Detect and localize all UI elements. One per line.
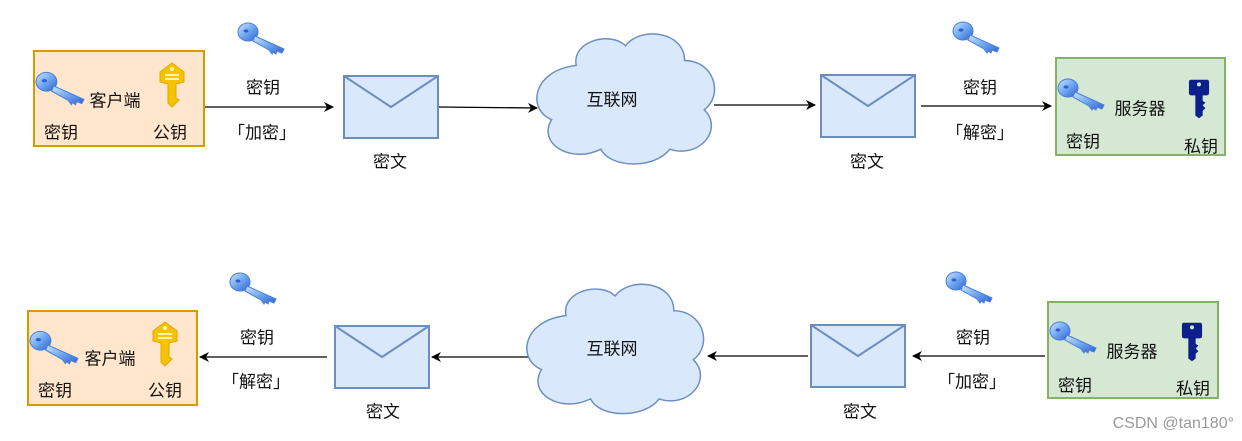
decrypt-key-label: 密钥	[963, 78, 997, 99]
server-secret-key-label: 密钥	[1066, 132, 1100, 153]
encrypt-action-label: 「加密」	[938, 372, 1006, 393]
ciphertext-label: 密文	[850, 152, 884, 173]
internet-label: 互联网	[586, 339, 638, 360]
blue-key-icon	[29, 329, 81, 365]
encrypt-key-label: 密钥	[246, 78, 280, 99]
server-private-key-label: 私钥	[1184, 137, 1218, 158]
client-label: 客户端	[84, 349, 136, 370]
blue-key-icon	[952, 20, 1002, 54]
blue-key-icon	[237, 21, 287, 55]
encrypt-action-label: 「加密」	[228, 123, 296, 144]
client-secret-key-label: 密钥	[44, 123, 78, 144]
arrow-envelope-to-internet	[438, 102, 538, 113]
ciphertext-label: 密文	[843, 402, 877, 423]
client-public-key-label: 公钥	[153, 123, 187, 144]
client-label: 客户端	[89, 91, 141, 112]
blue-key-icon	[35, 70, 87, 106]
decrypt-action-label: 「解密」	[946, 123, 1014, 144]
server-secret-key-label: 密钥	[1058, 376, 1092, 397]
envelope-icon	[334, 325, 430, 389]
envelope-icon	[810, 324, 906, 388]
internet-label: 互联网	[586, 90, 638, 111]
server-label: 服务器	[1114, 99, 1166, 120]
server-private-key-label: 私钥	[1176, 379, 1210, 400]
decrypt-key-label: 密钥	[240, 328, 274, 349]
client-public-key-label: 公钥	[148, 381, 182, 402]
blue-key-icon	[945, 270, 995, 304]
blue-key-icon	[1049, 320, 1099, 354]
encrypt-key-label: 密钥	[956, 328, 990, 349]
gold-key-icon	[159, 62, 185, 108]
blue-key-icon	[1057, 77, 1107, 111]
envelope-icon	[343, 75, 439, 139]
envelope-icon	[820, 74, 916, 138]
client-secret-key-label: 密钥	[38, 381, 72, 402]
dark-blue-key-icon	[1181, 321, 1203, 363]
server-label: 服务器	[1106, 342, 1158, 363]
gold-key-icon	[152, 321, 178, 367]
blue-key-icon	[229, 271, 279, 305]
dark-blue-key-icon	[1188, 78, 1210, 120]
decrypt-action-label: 「解密」	[222, 372, 290, 393]
ciphertext-label: 密文	[366, 402, 400, 423]
watermark: CSDN @tan180°	[1112, 415, 1234, 432]
ciphertext-label: 密文	[373, 152, 407, 173]
